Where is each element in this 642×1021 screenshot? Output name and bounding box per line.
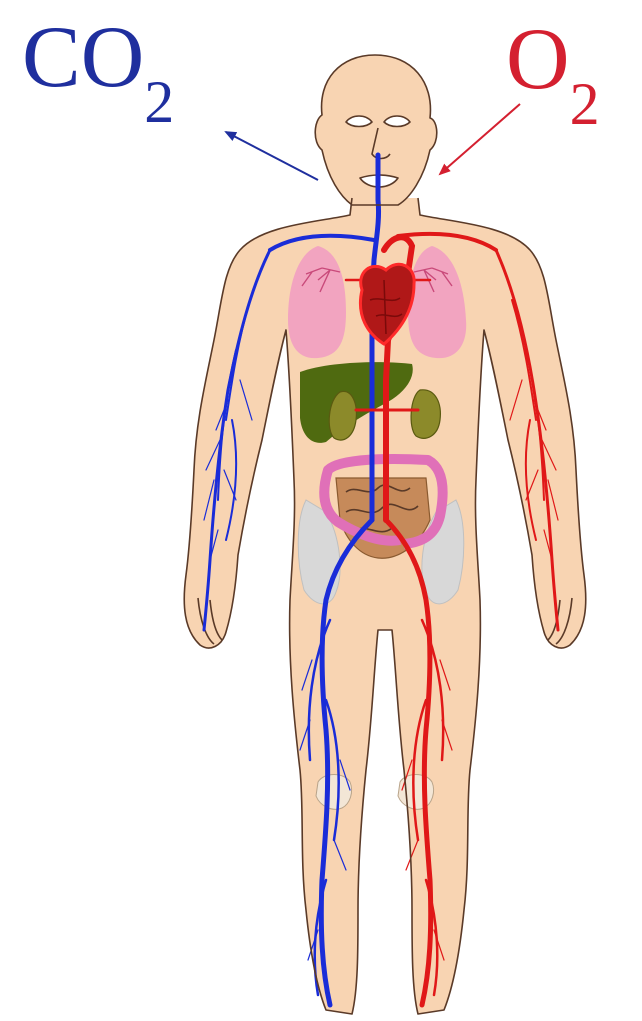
co2-arrow xyxy=(226,132,318,180)
knees xyxy=(316,775,434,810)
o2-label: O2 xyxy=(506,11,600,137)
co2-subscript: 2 xyxy=(144,69,174,135)
o2-base: O xyxy=(506,11,570,108)
co2-label: CO2 xyxy=(22,9,174,135)
o2-subscript: 2 xyxy=(570,71,600,137)
co2-base: CO xyxy=(22,9,144,106)
right-knee xyxy=(398,775,434,810)
right-eye xyxy=(384,116,410,127)
left-eye xyxy=(346,116,372,127)
o2-arrow xyxy=(440,104,520,174)
right-kidney xyxy=(411,390,440,438)
